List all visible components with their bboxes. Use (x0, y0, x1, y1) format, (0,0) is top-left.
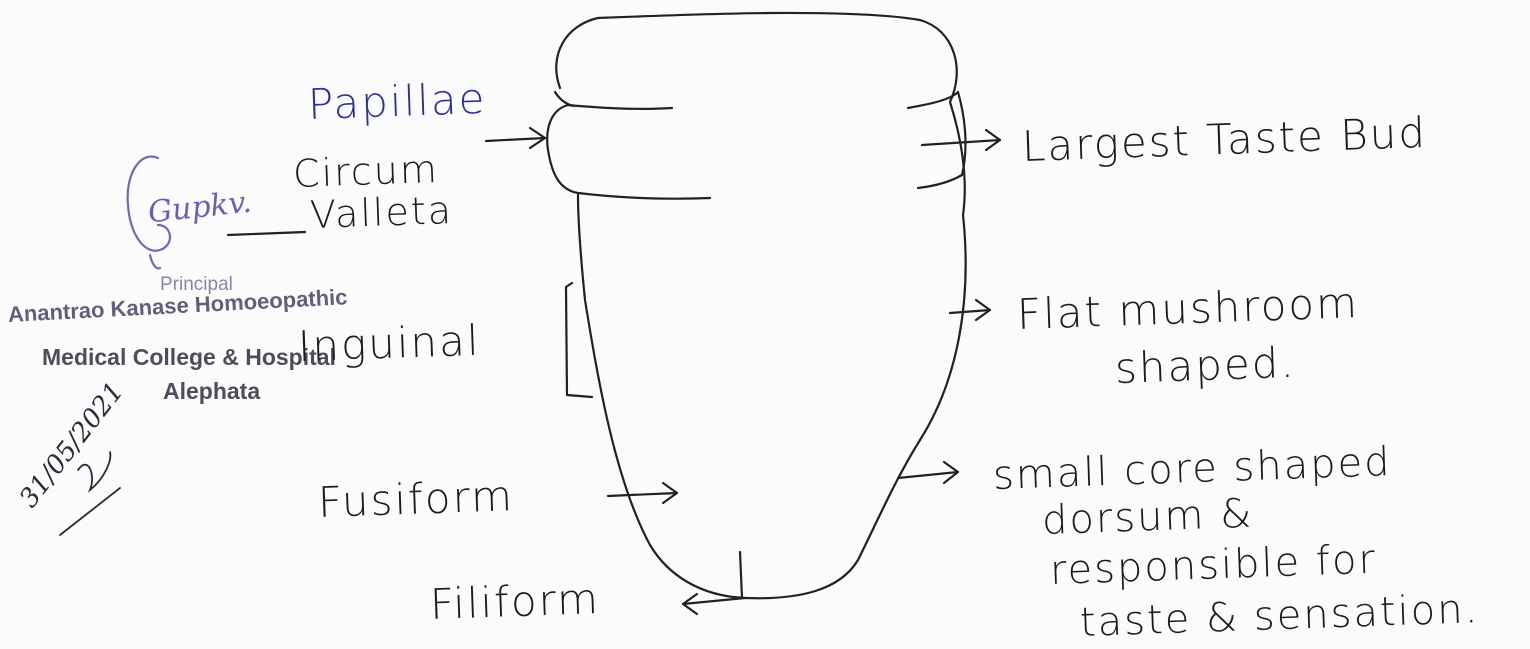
tongue-outline (556, 13, 965, 598)
signature-underline (228, 232, 305, 235)
label-fusiform: Fusiform (317, 471, 515, 527)
arrow-filiform (683, 598, 745, 604)
label-inguinal: Inguinal (297, 316, 481, 371)
arrow-flat (950, 310, 990, 313)
arrow-small (898, 472, 958, 478)
stamp-college: Medical College & Hospital (42, 344, 336, 371)
label-valleta: Valleta (309, 188, 453, 237)
label-dorsum: dorsum & (1041, 491, 1254, 544)
initials-scribble (78, 452, 110, 490)
arrow-papillae (486, 138, 545, 141)
label-flat-mushroom-shaped: shaped. (1114, 338, 1296, 393)
inguinal-bracket (566, 283, 592, 397)
label-papillae: Papillae (307, 74, 487, 129)
label-filiform: Filiform (429, 574, 601, 629)
band-right-bottom (918, 175, 962, 188)
circumvallate-band (547, 105, 710, 199)
band-top-line (568, 105, 672, 109)
band-left-top (555, 92, 573, 106)
filiform-mark (740, 552, 742, 598)
stamp-place: Alephata (163, 378, 260, 405)
arrow-fusiform (608, 493, 677, 496)
